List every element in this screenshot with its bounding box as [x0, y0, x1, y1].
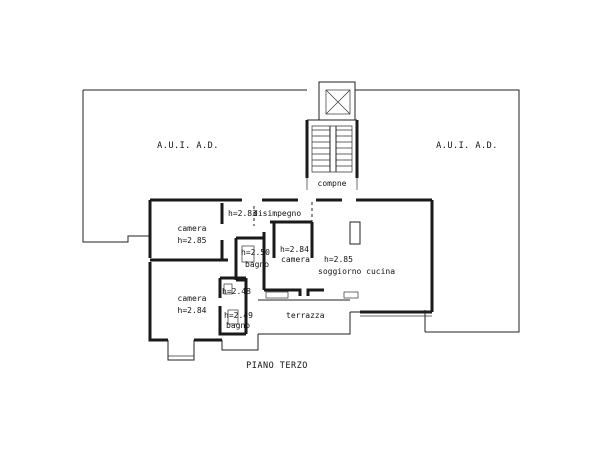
- bagno-bottom-name: bagno: [226, 321, 250, 330]
- lift-cabin: [325, 89, 351, 115]
- stair-treads: [311, 125, 353, 173]
- compne-label: compne: [318, 179, 347, 188]
- aui-left-label: A.U.I. A.D.: [157, 141, 219, 151]
- terrazza-name: terrazza: [286, 311, 325, 320]
- bagno-bottom-height: h=2.49: [224, 311, 253, 320]
- compne-sides: [306, 178, 358, 190]
- bottom-bay: [167, 334, 259, 361]
- aui-right-label: A.U.I. A.D.: [436, 141, 498, 151]
- disimpegno-name: disimpegno: [253, 209, 301, 218]
- soggiorno-height: h=2.85: [324, 255, 353, 264]
- bagno-mid-height: h=2.50: [241, 248, 270, 257]
- bagno-mid-name: bagno: [245, 260, 269, 269]
- camera-bottom-height: h=2.84: [178, 306, 207, 315]
- aui-left-area: [82, 89, 307, 243]
- lift-cross-icon: [325, 89, 351, 115]
- camera-mid-name: camera: [281, 255, 310, 264]
- terrazza-area: [258, 299, 432, 317]
- camera-mid-height: h=2.84: [280, 245, 309, 254]
- floor-title: PIANO TERZO: [246, 361, 308, 371]
- aui-right-area: [355, 89, 520, 333]
- stair-core: compne: [305, 81, 359, 190]
- camera-top-height: h=2.85: [178, 236, 207, 245]
- interior-walls: [150, 203, 361, 336]
- bagno-small-height: h=2.48: [222, 287, 251, 296]
- aui-right-outline: [355, 89, 520, 333]
- soggiorno-name: soggiorno cucina: [318, 267, 395, 276]
- camera-top-name: camera: [178, 224, 207, 233]
- aui-left-outline: [82, 90, 150, 243]
- camera-bottom-name: camera: [178, 294, 207, 303]
- disimpegno-height: h=2.83: [228, 209, 257, 218]
